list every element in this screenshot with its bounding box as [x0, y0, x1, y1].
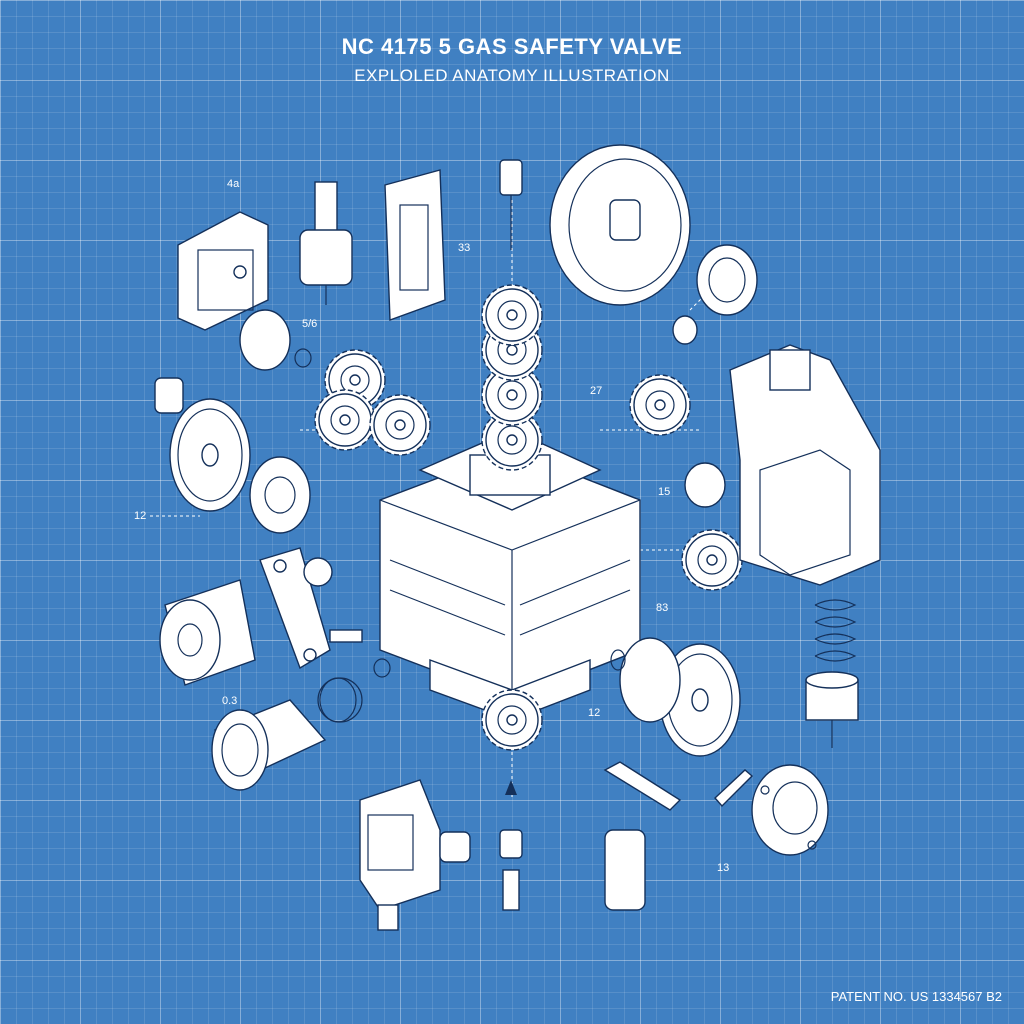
- bottom-solenoid: [359, 779, 471, 931]
- callout-label: 15: [658, 486, 671, 498]
- diagram-subtitle: EXPLOLED ANATOMY ILLUSTRATION: [354, 66, 670, 85]
- callout-label: 5/6: [302, 318, 318, 330]
- top-pin: [499, 159, 523, 250]
- patent-number: PATENT NO. US 1334567 B2: [830, 989, 1002, 1004]
- right-housing: [729, 344, 881, 586]
- left-pulley: [154, 309, 311, 534]
- left-gears: [314, 349, 431, 456]
- ring-seal: [672, 244, 758, 345]
- callout-label: 12: [134, 510, 147, 522]
- o-rings: [294, 348, 626, 723]
- callout-label: 12: [588, 707, 601, 719]
- right-pulley: [619, 462, 741, 757]
- callout-label: 0.3: [222, 695, 238, 707]
- left-cylinder: [159, 579, 256, 686]
- bushing: [211, 677, 363, 791]
- callout-label: 13: [717, 862, 730, 874]
- callout-label: 27: [590, 385, 603, 397]
- spring-assembly: [805, 599, 859, 748]
- callout-label: 83: [656, 602, 669, 614]
- solenoid: [299, 181, 353, 305]
- mounting-plate: [177, 211, 269, 331]
- frame-bracket: [384, 169, 446, 321]
- linkage-arm: [259, 547, 363, 670]
- bottom-right-parts: [603, 761, 829, 911]
- diagram-title: NC 4175 5 GAS SAFETY VALVE: [341, 34, 683, 59]
- bottom-pin: [499, 780, 523, 911]
- callout-label: 33: [458, 242, 471, 254]
- cover-disc: [549, 144, 691, 306]
- callout-label: 4a: [227, 178, 240, 190]
- valve-body: [379, 429, 641, 721]
